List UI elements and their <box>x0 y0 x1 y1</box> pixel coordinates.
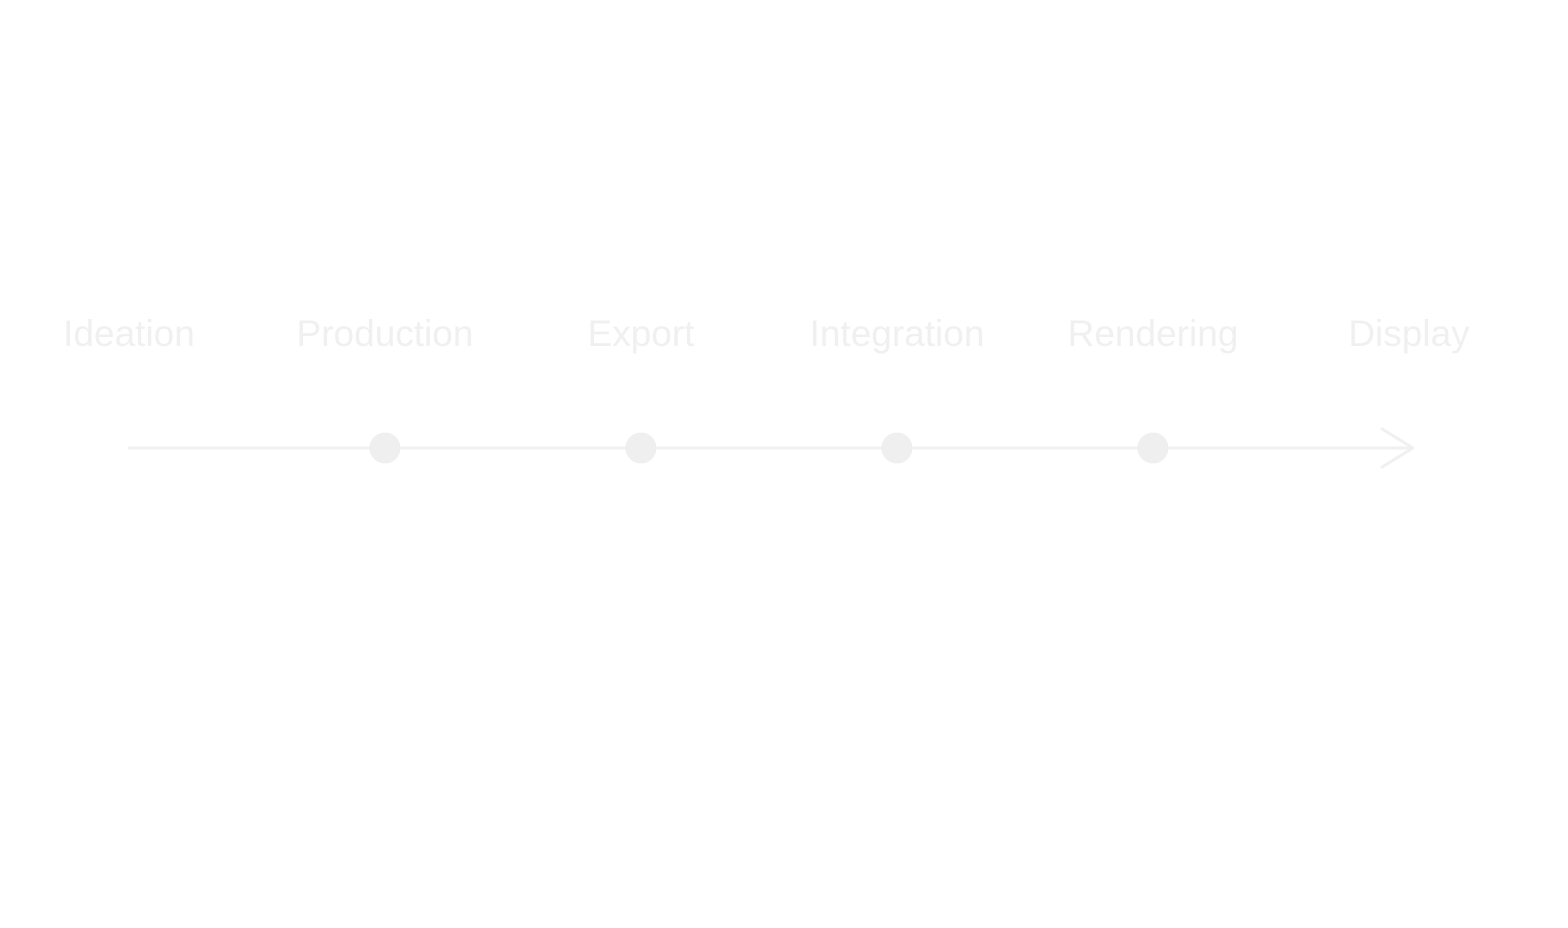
stage-marker-integration <box>881 432 913 464</box>
stage-marker-export <box>625 432 657 464</box>
stage-label-ideation: Ideation <box>63 313 195 354</box>
stage-marker-production <box>369 432 401 464</box>
stage-label-export: Export <box>587 313 695 354</box>
stage-label-production: Production <box>296 313 474 354</box>
timeline-arrowhead <box>1380 427 1415 469</box>
stage-marker-rendering <box>1137 432 1169 464</box>
stage-label-display: Display <box>1348 313 1470 354</box>
stage-label-rendering: Rendering <box>1067 313 1239 354</box>
stage-label-integration: Integration <box>809 313 985 354</box>
